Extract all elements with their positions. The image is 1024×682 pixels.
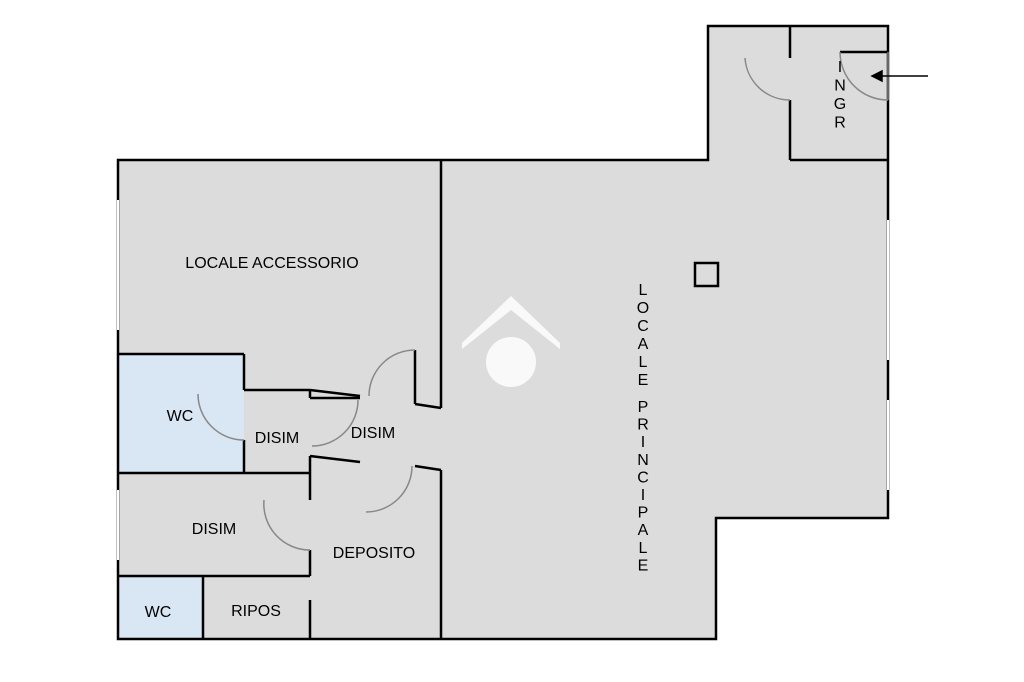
room-label-disim-center: DISIM [351, 425, 395, 442]
pillar-icon [693, 261, 720, 288]
room-label-deposito: DEPOSITO [333, 545, 415, 562]
room-label-ripos: RIPOS [231, 603, 281, 620]
wc-lower-room [119, 576, 203, 639]
outer-wall [116, 24, 890, 641]
door-swing-ingr-inner [744, 57, 791, 101]
door-swing-entrance [839, 51, 889, 101]
wc-upper-room [119, 354, 244, 473]
window-marks [117, 200, 889, 560]
interior-walls [118, 26, 888, 639]
room-label-disim-lower: DISIM [192, 521, 236, 538]
arrow-left-icon [870, 69, 928, 83]
door-swing-deposito [263, 499, 311, 551]
house-logo-icon [462, 296, 560, 387]
door-swing-wc-upper [197, 393, 245, 441]
floor-area [118, 26, 888, 639]
door-swing-disim-lower [365, 465, 413, 513]
room-label-locale-accessorio: LOCALE ACCESSORIO [185, 255, 358, 272]
door-swing-disim-mid [311, 399, 359, 447]
room-label-wc-lower: WC [145, 604, 172, 621]
room-label-disim-left: DISIM [255, 430, 299, 447]
door-swing-disim-upper [368, 349, 416, 397]
room-label-wc-upper: WC [167, 408, 194, 425]
door-swings [197, 51, 889, 551]
